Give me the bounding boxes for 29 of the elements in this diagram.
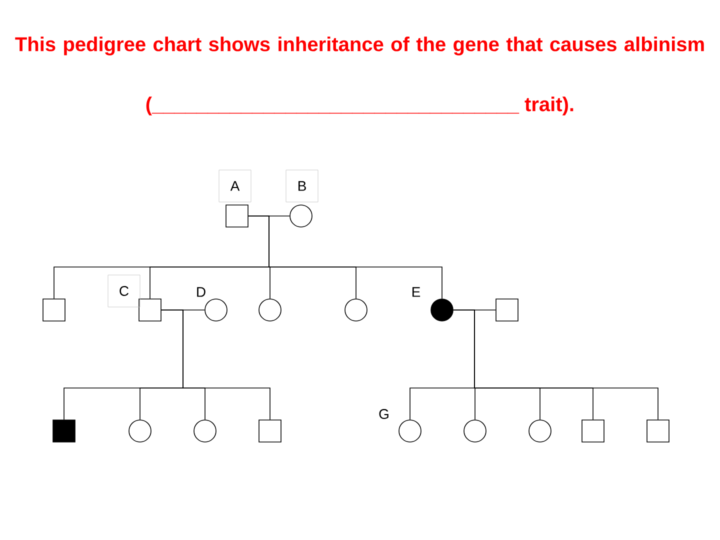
person-label: G xyxy=(379,409,388,419)
female-circle xyxy=(344,298,368,322)
female-circle xyxy=(258,298,282,322)
affected-female-circle xyxy=(430,298,454,322)
male-square xyxy=(258,420,282,442)
person-label: E xyxy=(412,287,420,297)
descent-line xyxy=(453,310,658,420)
female-circle xyxy=(464,420,486,442)
female-circle xyxy=(528,420,552,442)
female-circle xyxy=(398,420,422,442)
affected-male-square xyxy=(52,420,76,442)
male-square xyxy=(582,420,604,442)
title: This pedigree chart shows inheritance of the gene that causes albinism xyxy=(15,36,704,56)
person-label: D xyxy=(197,287,206,297)
male-square xyxy=(496,298,518,322)
fill-in-sentence: (_________________________________ trait). xyxy=(146,96,574,116)
person-label: C xyxy=(108,274,140,308)
descent-line xyxy=(248,216,442,299)
female-circle xyxy=(204,298,228,322)
male-square xyxy=(226,204,248,228)
female-circle xyxy=(194,420,216,442)
person-label: B xyxy=(286,170,318,202)
male-square xyxy=(646,420,670,442)
descent-line xyxy=(161,310,270,420)
female-circle xyxy=(128,420,152,442)
male-square xyxy=(42,298,66,322)
person-label: A xyxy=(218,170,252,202)
female-circle xyxy=(290,204,312,228)
male-square xyxy=(138,298,162,322)
